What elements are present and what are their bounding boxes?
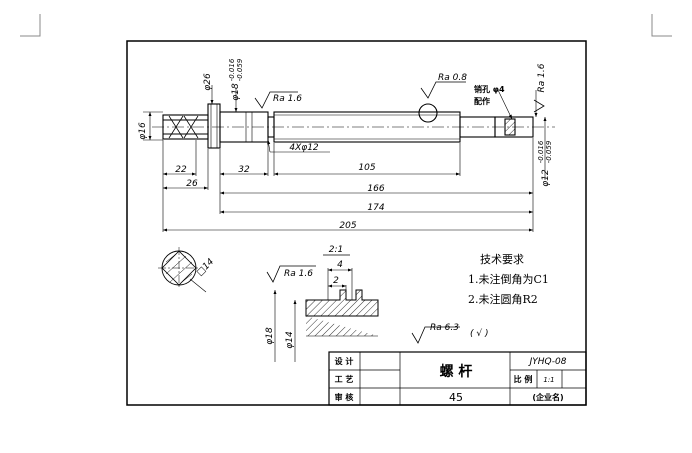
tb-drawing-no: JYHQ-08 [528,357,567,367]
dim-d12: φ12 [541,169,551,187]
dimension-texts: φ16 φ26 φ18 -0.016 -0.059 Ra 1.6 Ra 0.8 … [138,58,553,231]
general-roughness-paren: ( √ ) [470,328,488,339]
general-roughness: Ra 6.3 [430,323,459,333]
square-dim: □14 [195,257,216,278]
dim-22: 22 [175,165,187,175]
dim-32: 32 [238,165,250,175]
detail-scale: 2:1 [329,245,343,255]
pin-hole-label: 销孔 φ4 [474,84,505,94]
tb-part-name: 螺 杆 [440,363,473,380]
shaft-main-view [152,103,555,149]
tb-craft: 工 艺 [335,374,354,384]
detail-d18: φ18 [265,327,275,345]
dim-105: 105 [358,163,375,173]
detail-w2: 2 [333,276,339,286]
tb-review: 审 核 [335,392,354,402]
dim-d18: φ18 [231,83,241,101]
ra16-right-label: Ra 1.6 [537,63,547,92]
extension-lines [143,111,534,232]
ra08-label: Ra 0.8 [438,73,467,83]
detail-view: 2:1 Ra 1.6 4 2 φ18 φ14 [265,245,379,362]
detail-w4: 4 [337,260,343,270]
dim-174: 174 [367,203,384,213]
dim-166: 166 [367,184,384,194]
dim-d18-tol-upper: -0.016 [228,58,236,81]
tech-item-1: 1.未注倒角为C1 [468,272,549,286]
tb-material: 45 [449,391,463,404]
dimension-lines [148,85,547,232]
roughness-symbols [254,81,545,344]
title-block [328,351,587,406]
dim-d26: φ26 [203,73,213,91]
pin-hole-note: 配作 [474,96,490,106]
detail-d14: φ14 [285,331,295,349]
tb-scale-label: 比 例 [514,374,533,384]
technical-requirements: 技术要求 1.未注倒角为C1 2.未注圆角R2 [468,253,549,306]
crop-marks [20,14,672,37]
detail-ra: Ra 1.6 [284,269,313,279]
section-view [158,247,207,293]
dim-26: 26 [186,179,198,189]
right-end [494,116,534,138]
pin-hole [418,103,438,123]
tech-title: 技术要求 [480,253,524,266]
groove-callout: 4Xφ12 [289,143,319,153]
tb-company: (企业名) [532,392,563,402]
collar [207,103,221,149]
ra16-mid-label: Ra 1.6 [273,94,302,104]
dim-205: 205 [339,221,356,231]
tech-item-2: 2.未注圆角R2 [468,292,538,306]
dim-d16: φ16 [138,122,148,140]
dim-d18-tol-lower: -0.059 [236,58,244,81]
tb-scale-value: 1:1 [543,376,554,384]
dim-d12-tol-upper: -0.016 [537,140,545,163]
dim-d12-tol-lower: -0.059 [545,140,553,163]
tb-design: 设 计 [335,356,354,366]
